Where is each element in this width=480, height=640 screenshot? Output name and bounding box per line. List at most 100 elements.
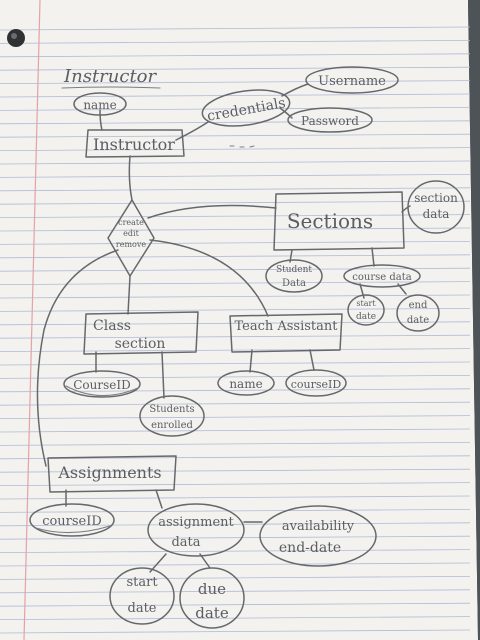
connector-name-instructor	[99, 109, 103, 131]
attribute-label: name	[229, 377, 262, 391]
attribute-oval	[201, 89, 291, 127]
attribute-label-line-1: start	[356, 299, 376, 308]
attribute-label-line-2: end-date	[279, 540, 341, 556]
relationship-line-1: create	[118, 218, 144, 227]
stray-marks	[229, 145, 255, 148]
entity-instructor: Instructor	[85, 129, 185, 158]
connector-ta-name	[249, 349, 253, 373]
attribute-oval	[73, 92, 127, 116]
entity-box	[229, 313, 343, 353]
attribute-label-line-2: date	[356, 312, 376, 322]
ruled-line	[0, 629, 471, 634]
attribute-label: course data	[352, 272, 411, 283]
connector-ta-courseid	[309, 349, 315, 371]
margin-line	[23, 0, 41, 640]
ruled-line	[0, 40, 471, 44]
entity-box	[85, 129, 185, 158]
attribute-label-line-1: start	[126, 575, 158, 590]
entity-label-line-1: Class	[93, 318, 131, 334]
ruled-line	[0, 241, 471, 245]
ruled-line	[0, 468, 471, 473]
entity-label: Assignments	[57, 463, 161, 482]
attribute-label-line-2: data	[423, 207, 450, 221]
attribute-oval	[343, 264, 421, 288]
relationship-create-edit-remove: create edit remove	[107, 199, 155, 277]
attribute-label-line-2: date	[128, 601, 157, 616]
ruled-line	[0, 522, 471, 527]
entity-box	[47, 455, 177, 493]
attribute-label-line-1: due	[198, 580, 226, 598]
attribute-label: CourseID	[73, 378, 131, 392]
attribute-oval	[305, 66, 399, 94]
attribute-section-data: section data	[407, 180, 465, 234]
entity-label-line-2: section	[115, 336, 166, 352]
ruled-line	[0, 415, 471, 419]
attribute-password: Password	[287, 107, 373, 133]
ruled-line	[0, 267, 471, 272]
ruled-line	[0, 334, 471, 339]
ruled-line	[0, 535, 471, 540]
ruled-line	[0, 549, 471, 553]
attribute-course-data: course data	[343, 264, 421, 288]
ruled-line	[0, 361, 471, 366]
attribute-oval	[259, 505, 377, 567]
attribute-key-underline	[65, 385, 139, 397]
ruled-line	[0, 348, 471, 352]
ruled-line	[0, 200, 471, 205]
ruled-line	[0, 294, 471, 299]
attribute-oval	[407, 180, 465, 234]
attribute-courseid-class-section: CourseID	[63, 370, 141, 398]
ruled-line	[0, 562, 471, 567]
ruled-line	[0, 187, 471, 192]
ruled-line	[0, 375, 471, 379]
attribute-oval	[217, 370, 275, 396]
connector-assignments-assignmentdata	[155, 489, 163, 509]
entity-assignments: Assignments	[47, 455, 177, 493]
ruled-line	[0, 214, 471, 218]
connector-classsection-students	[161, 351, 165, 399]
connector-sections-coursedata	[371, 247, 375, 267]
ruled-line	[0, 428, 471, 433]
relationship-diamond	[107, 199, 155, 277]
attribute-ta-name: name	[217, 370, 275, 396]
connector-instructor-relationship	[128, 155, 133, 201]
title-underline	[61, 86, 161, 89]
attribute-end-date: end date	[396, 294, 440, 332]
attribute-oval	[396, 294, 440, 332]
attribute-label-line-1: end	[409, 300, 428, 311]
connector-relationship-classsection	[127, 275, 131, 315]
connector-credentials-password	[279, 107, 293, 119]
attribute-oval	[179, 567, 245, 629]
attribute-label-line-2: enrolled	[151, 420, 193, 431]
attribute-oval	[285, 369, 347, 397]
attribute-oval	[29, 503, 115, 537]
entity-label: Sections	[287, 209, 373, 233]
attribute-label-line-2: date	[195, 604, 229, 622]
attribute-oval	[347, 294, 385, 326]
attribute-oval	[139, 395, 205, 437]
attribute-oval	[63, 370, 141, 398]
entity-sections: Sections	[273, 191, 405, 251]
ruled-line	[0, 26, 471, 31]
attribute-courseid-ta: courseID	[285, 369, 347, 397]
entity-box	[273, 191, 405, 251]
attribute-label: courseID	[42, 514, 102, 529]
ruled-line	[0, 93, 471, 98]
ruled-line	[0, 442, 471, 446]
ruled-line	[0, 80, 471, 84]
ruled-line	[0, 602, 471, 607]
ruled-line	[0, 308, 471, 312]
attribute-assignment-data: assignment data	[147, 503, 245, 557]
attribute-student-data: Student Data	[265, 259, 323, 293]
attribute-availability-end-date: availability end-date	[259, 505, 377, 567]
attribute-students-enrolled: Students enrolled	[139, 395, 205, 437]
relationship-line-2: edit	[123, 229, 139, 238]
attribute-label-line-1: Student	[276, 265, 312, 275]
ruled-line	[0, 66, 471, 71]
connector-relationship-assignments	[36, 249, 119, 467]
ruled-line	[0, 589, 471, 594]
ruled-line	[0, 120, 471, 125]
attribute-label-line-2: data	[171, 535, 200, 550]
ruled-line	[0, 509, 471, 513]
